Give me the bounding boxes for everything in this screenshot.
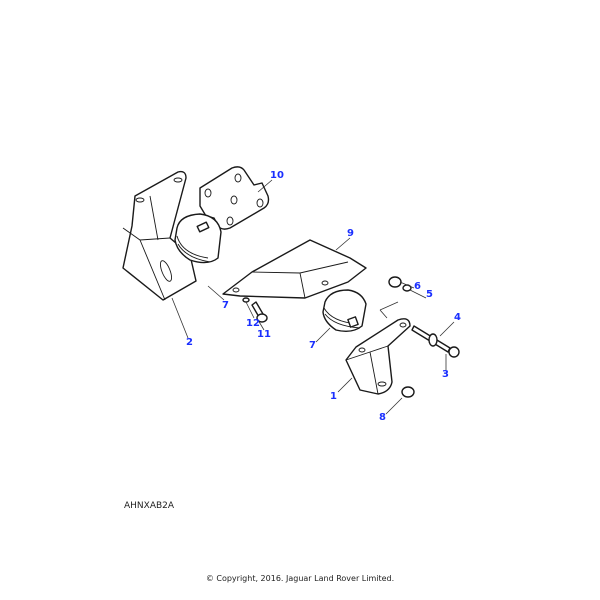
callout-6[interactable]: 6 <box>414 281 421 292</box>
rubber-mount-part-7-lower <box>322 289 367 333</box>
callout-2[interactable]: 2 <box>186 337 193 348</box>
bolt-part-11 <box>251 301 268 323</box>
nut-part-8 <box>401 386 415 398</box>
callout-10[interactable]: 10 <box>270 170 284 181</box>
copyright-notice: © Copyright, 2016. Jaguar Land Rover Lim… <box>205 574 395 583</box>
callout-11[interactable]: 11 <box>257 329 271 340</box>
callout-8[interactable]: 8 <box>379 412 386 423</box>
callout-7-upper[interactable]: 7 <box>222 300 229 311</box>
bracket-part-9 <box>222 239 367 299</box>
bracket-part-1 <box>345 318 411 395</box>
callout-3[interactable]: 3 <box>442 369 449 380</box>
callout-12[interactable]: 12 <box>246 318 260 329</box>
plate-part-10 <box>199 166 270 230</box>
leader-lines <box>171 179 455 415</box>
callout-7-lower[interactable]: 7 <box>309 340 316 351</box>
illustration-code: AHNXAB2A <box>124 501 175 511</box>
nut-part-6 <box>388 276 402 288</box>
callout-5[interactable]: 5 <box>426 289 433 300</box>
rubber-mount-part-7-upper <box>174 213 222 264</box>
bracket-part-2 <box>122 170 197 301</box>
washer-part-12 <box>242 297 250 303</box>
callout-1[interactable]: 1 <box>330 391 337 402</box>
callout-4[interactable]: 4 <box>454 312 461 323</box>
callout-9[interactable]: 9 <box>347 228 354 239</box>
washer-part-4 <box>428 333 438 347</box>
